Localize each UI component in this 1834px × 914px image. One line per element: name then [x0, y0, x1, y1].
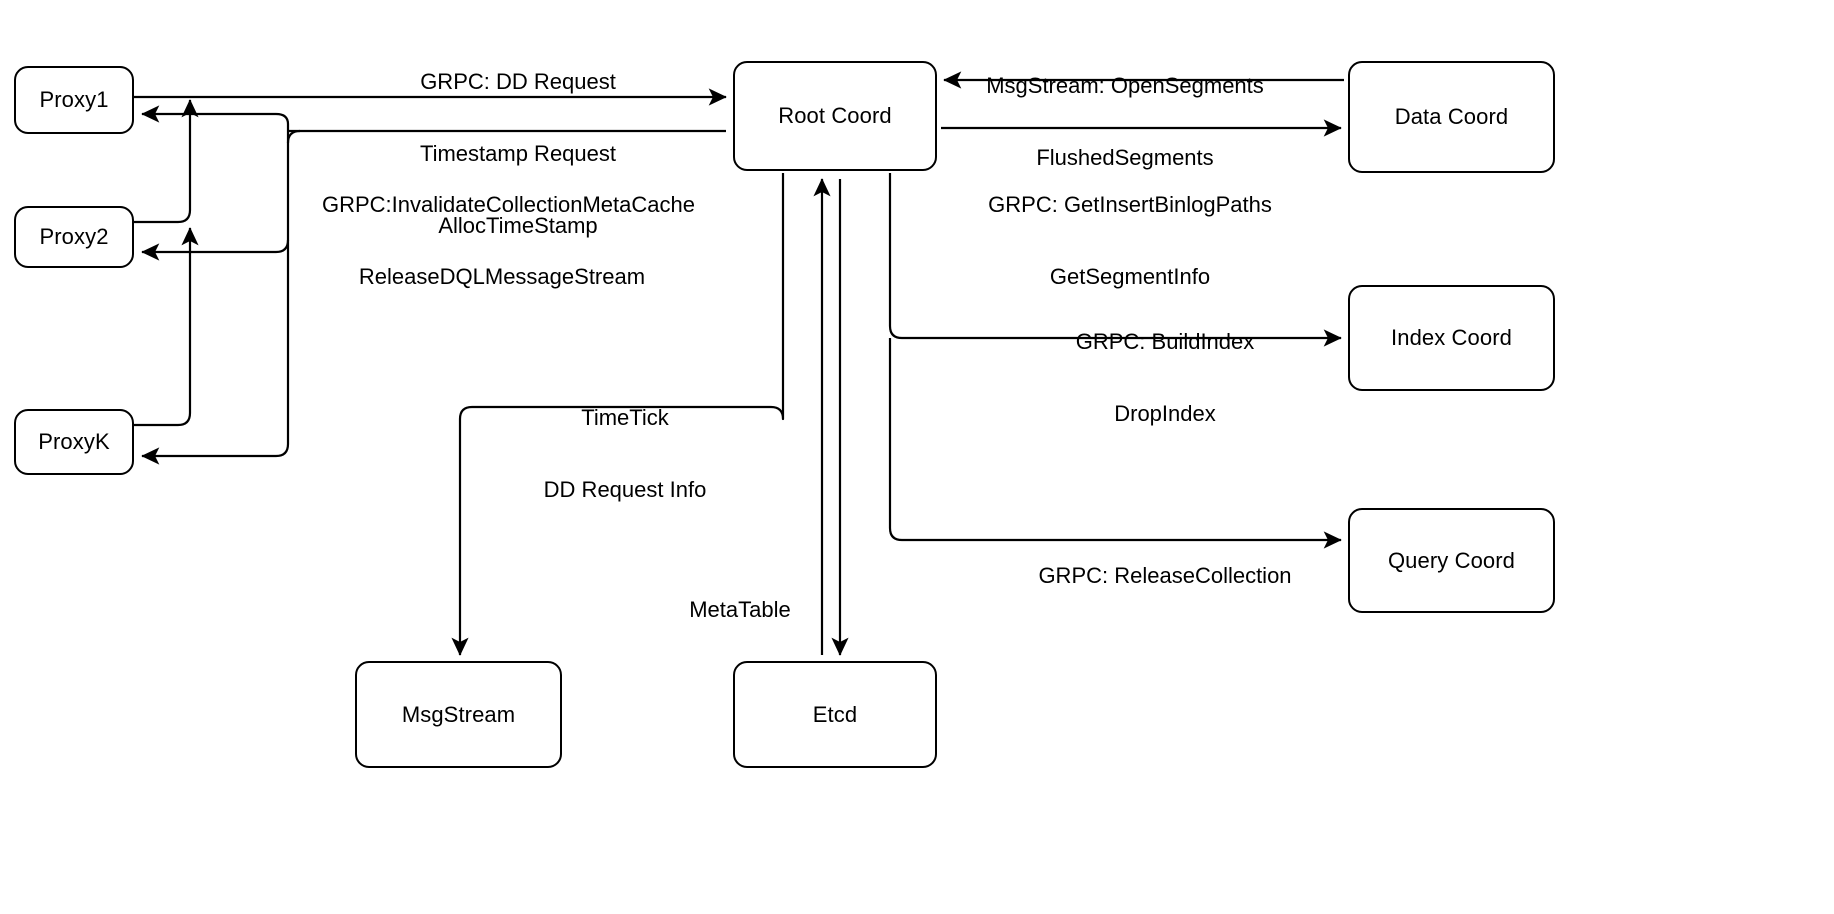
edge-label-datacoord-to-root: MsgStream: OpenSegments FlushedSegments	[960, 26, 1290, 218]
node-etcd[interactable]: Etcd	[733, 661, 937, 768]
node-query-coord-label: Query Coord	[1387, 547, 1516, 573]
edge-label-line: DD Request Info	[543, 477, 707, 502]
edge-label-line: GRPC: DD Request	[420, 69, 616, 94]
node-proxy1-label: Proxy1	[39, 87, 109, 113]
node-root-coord-label: Root Coord	[778, 103, 892, 129]
edge-label-line: FlushedSegments	[1036, 145, 1214, 170]
edge-label-line: Timestamp Request	[419, 141, 617, 166]
node-proxy2[interactable]: Proxy2	[14, 206, 134, 268]
node-query-coord[interactable]: Query Coord	[1348, 508, 1555, 613]
edge-label-root-to-indexcoord: GRPC: BuildIndex DropIndex	[1020, 282, 1310, 474]
edge-label-line: DropIndex	[1114, 401, 1216, 426]
edge-label-line: GRPC: BuildIndex	[1075, 329, 1255, 354]
node-proxyk-label: ProxyK	[38, 429, 110, 455]
edge-label-line: MetaTable	[689, 597, 791, 622]
edge-label-line: AllocTimeStamp	[438, 213, 598, 238]
node-msgstream[interactable]: MsgStream	[355, 661, 562, 768]
node-root-coord[interactable]: Root Coord	[733, 61, 937, 171]
edge-label-line: MsgStream: OpenSegments	[986, 73, 1264, 98]
edge-label-root-to-etcd: MetaTable	[660, 550, 820, 670]
node-proxy2-label: Proxy2	[39, 224, 109, 250]
edge-label-line: ReleaseDQLMessageStream	[358, 264, 646, 289]
edge-rootcoord-to-indexcoord	[888, 173, 1342, 347]
node-data-coord[interactable]: Data Coord	[1348, 61, 1555, 173]
node-etcd-label: Etcd	[812, 701, 858, 727]
edge-label-line: TimeTick	[581, 405, 669, 430]
node-msgstream-label: MsgStream	[401, 701, 516, 727]
edge-proxy2-to-trunk	[134, 99, 199, 224]
edge-label-line: GetSegmentInfo	[1049, 264, 1211, 289]
edge-proxyk-to-trunk	[134, 227, 199, 427]
node-proxyk[interactable]: ProxyK	[14, 409, 134, 475]
edge-label-line: GRPC: ReleaseCollection	[1038, 563, 1292, 588]
edge-label-root-to-datacoord: GRPC: GetInsertBinlogPaths GetSegmentInf…	[980, 145, 1280, 337]
node-data-coord-label: Data Coord	[1394, 104, 1509, 130]
edge-rootcoord-to-querycoord	[888, 338, 1342, 549]
node-proxy1[interactable]: Proxy1	[14, 66, 134, 134]
edge-rootcoord-to-proxy1-branch	[142, 114, 300, 143]
edge-label-root-to-querycoord: GRPC: ReleaseCollection	[1020, 516, 1310, 636]
edge-label-line: GRPC:InvalidateCollectionMetaCache	[322, 192, 695, 217]
edge-rootcoord-to-proxy2-branch	[141, 239, 290, 261]
edge-label-root-to-proxy: GRPC:InvalidateCollectionMetaCache Relea…	[322, 145, 695, 337]
edge-rootcoord-to-msgstream	[451, 173, 785, 656]
edge-label-proxy-to-root: GRPC: DD Request Timestamp Request Alloc…	[338, 22, 698, 286]
node-index-coord-label: Index Coord	[1391, 325, 1512, 351]
edge-label-root-to-msgstream: TimeTick DD Request Info	[470, 358, 780, 550]
edge-label-line: GRPC: GetInsertBinlogPaths	[988, 192, 1272, 217]
node-index-coord[interactable]: Index Coord	[1348, 285, 1555, 391]
